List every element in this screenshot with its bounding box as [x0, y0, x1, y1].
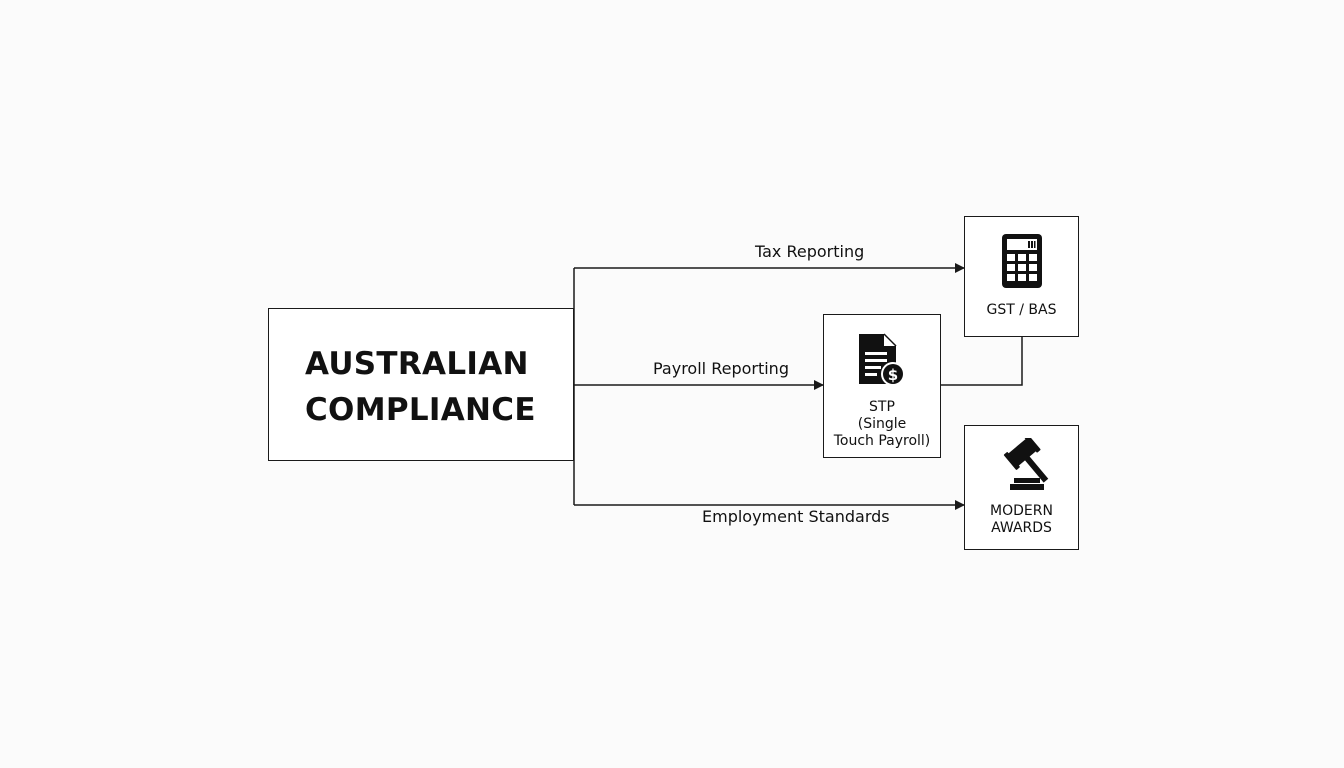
gst-bas-label: GST / BAS [986, 302, 1057, 318]
main-title-line-1: AUSTRALIAN [305, 346, 529, 382]
australian-compliance-box: AUSTRALIAN COMPLIANCE [268, 308, 574, 461]
modern-awards-label: MODERN AWARDS [990, 503, 1053, 537]
svg-text:$: $ [888, 366, 898, 384]
calculator-icon [1001, 233, 1043, 294]
stp-label-line-1: STP [869, 399, 895, 415]
stp-label-line-2: (Single [857, 416, 907, 432]
main-title: AUSTRALIAN COMPLIANCE [305, 341, 536, 433]
gst-bas-box: GST / BAS [964, 216, 1079, 337]
main-title-line-2: COMPLIANCE [305, 392, 536, 428]
employment-standards-label: Employment Standards [702, 507, 890, 526]
stp-label-line-3: Touch Payroll) [833, 433, 931, 449]
tax-reporting-label: Tax Reporting [755, 242, 865, 261]
modern-awards-label-line-2: AWARDS [991, 520, 1052, 536]
gavel-icon [994, 434, 1050, 497]
payroll-reporting-label: Payroll Reporting [653, 359, 789, 378]
payroll-document-icon: $ [856, 332, 908, 393]
modern-awards-box: MODERN AWARDS [964, 425, 1079, 550]
stp-to-gst-connector [941, 337, 1023, 386]
modern-awards-label-line-1: MODERN [990, 503, 1053, 519]
stp-box: $ STP (Single Touch Payroll) [823, 314, 941, 458]
stp-label: STP (Single Touch Payroll) [834, 399, 931, 450]
